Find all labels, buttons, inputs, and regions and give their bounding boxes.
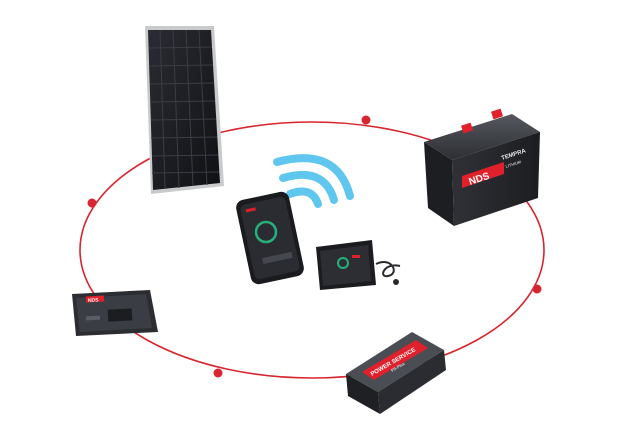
battery-icon — [424, 108, 540, 226]
ring-node — [87, 198, 97, 208]
ring-node — [213, 368, 223, 378]
ring-node — [532, 284, 542, 294]
controller-brand: NDS — [88, 297, 100, 304]
display-monitor-icon — [316, 240, 401, 290]
charger-brand: NDS — [378, 343, 391, 354]
smartphone-icon — [236, 191, 304, 285]
power-service-charger-icon — [346, 332, 446, 414]
battery-sub: LITHIUM — [505, 159, 523, 169]
ring-nodes — [87, 115, 542, 378]
charge-controller-icon — [72, 290, 158, 336]
connection-ring — [79, 121, 545, 379]
ring-node — [361, 115, 371, 125]
solar-panel-icon — [145, 26, 224, 194]
wifi-signal-icon — [273, 154, 354, 208]
